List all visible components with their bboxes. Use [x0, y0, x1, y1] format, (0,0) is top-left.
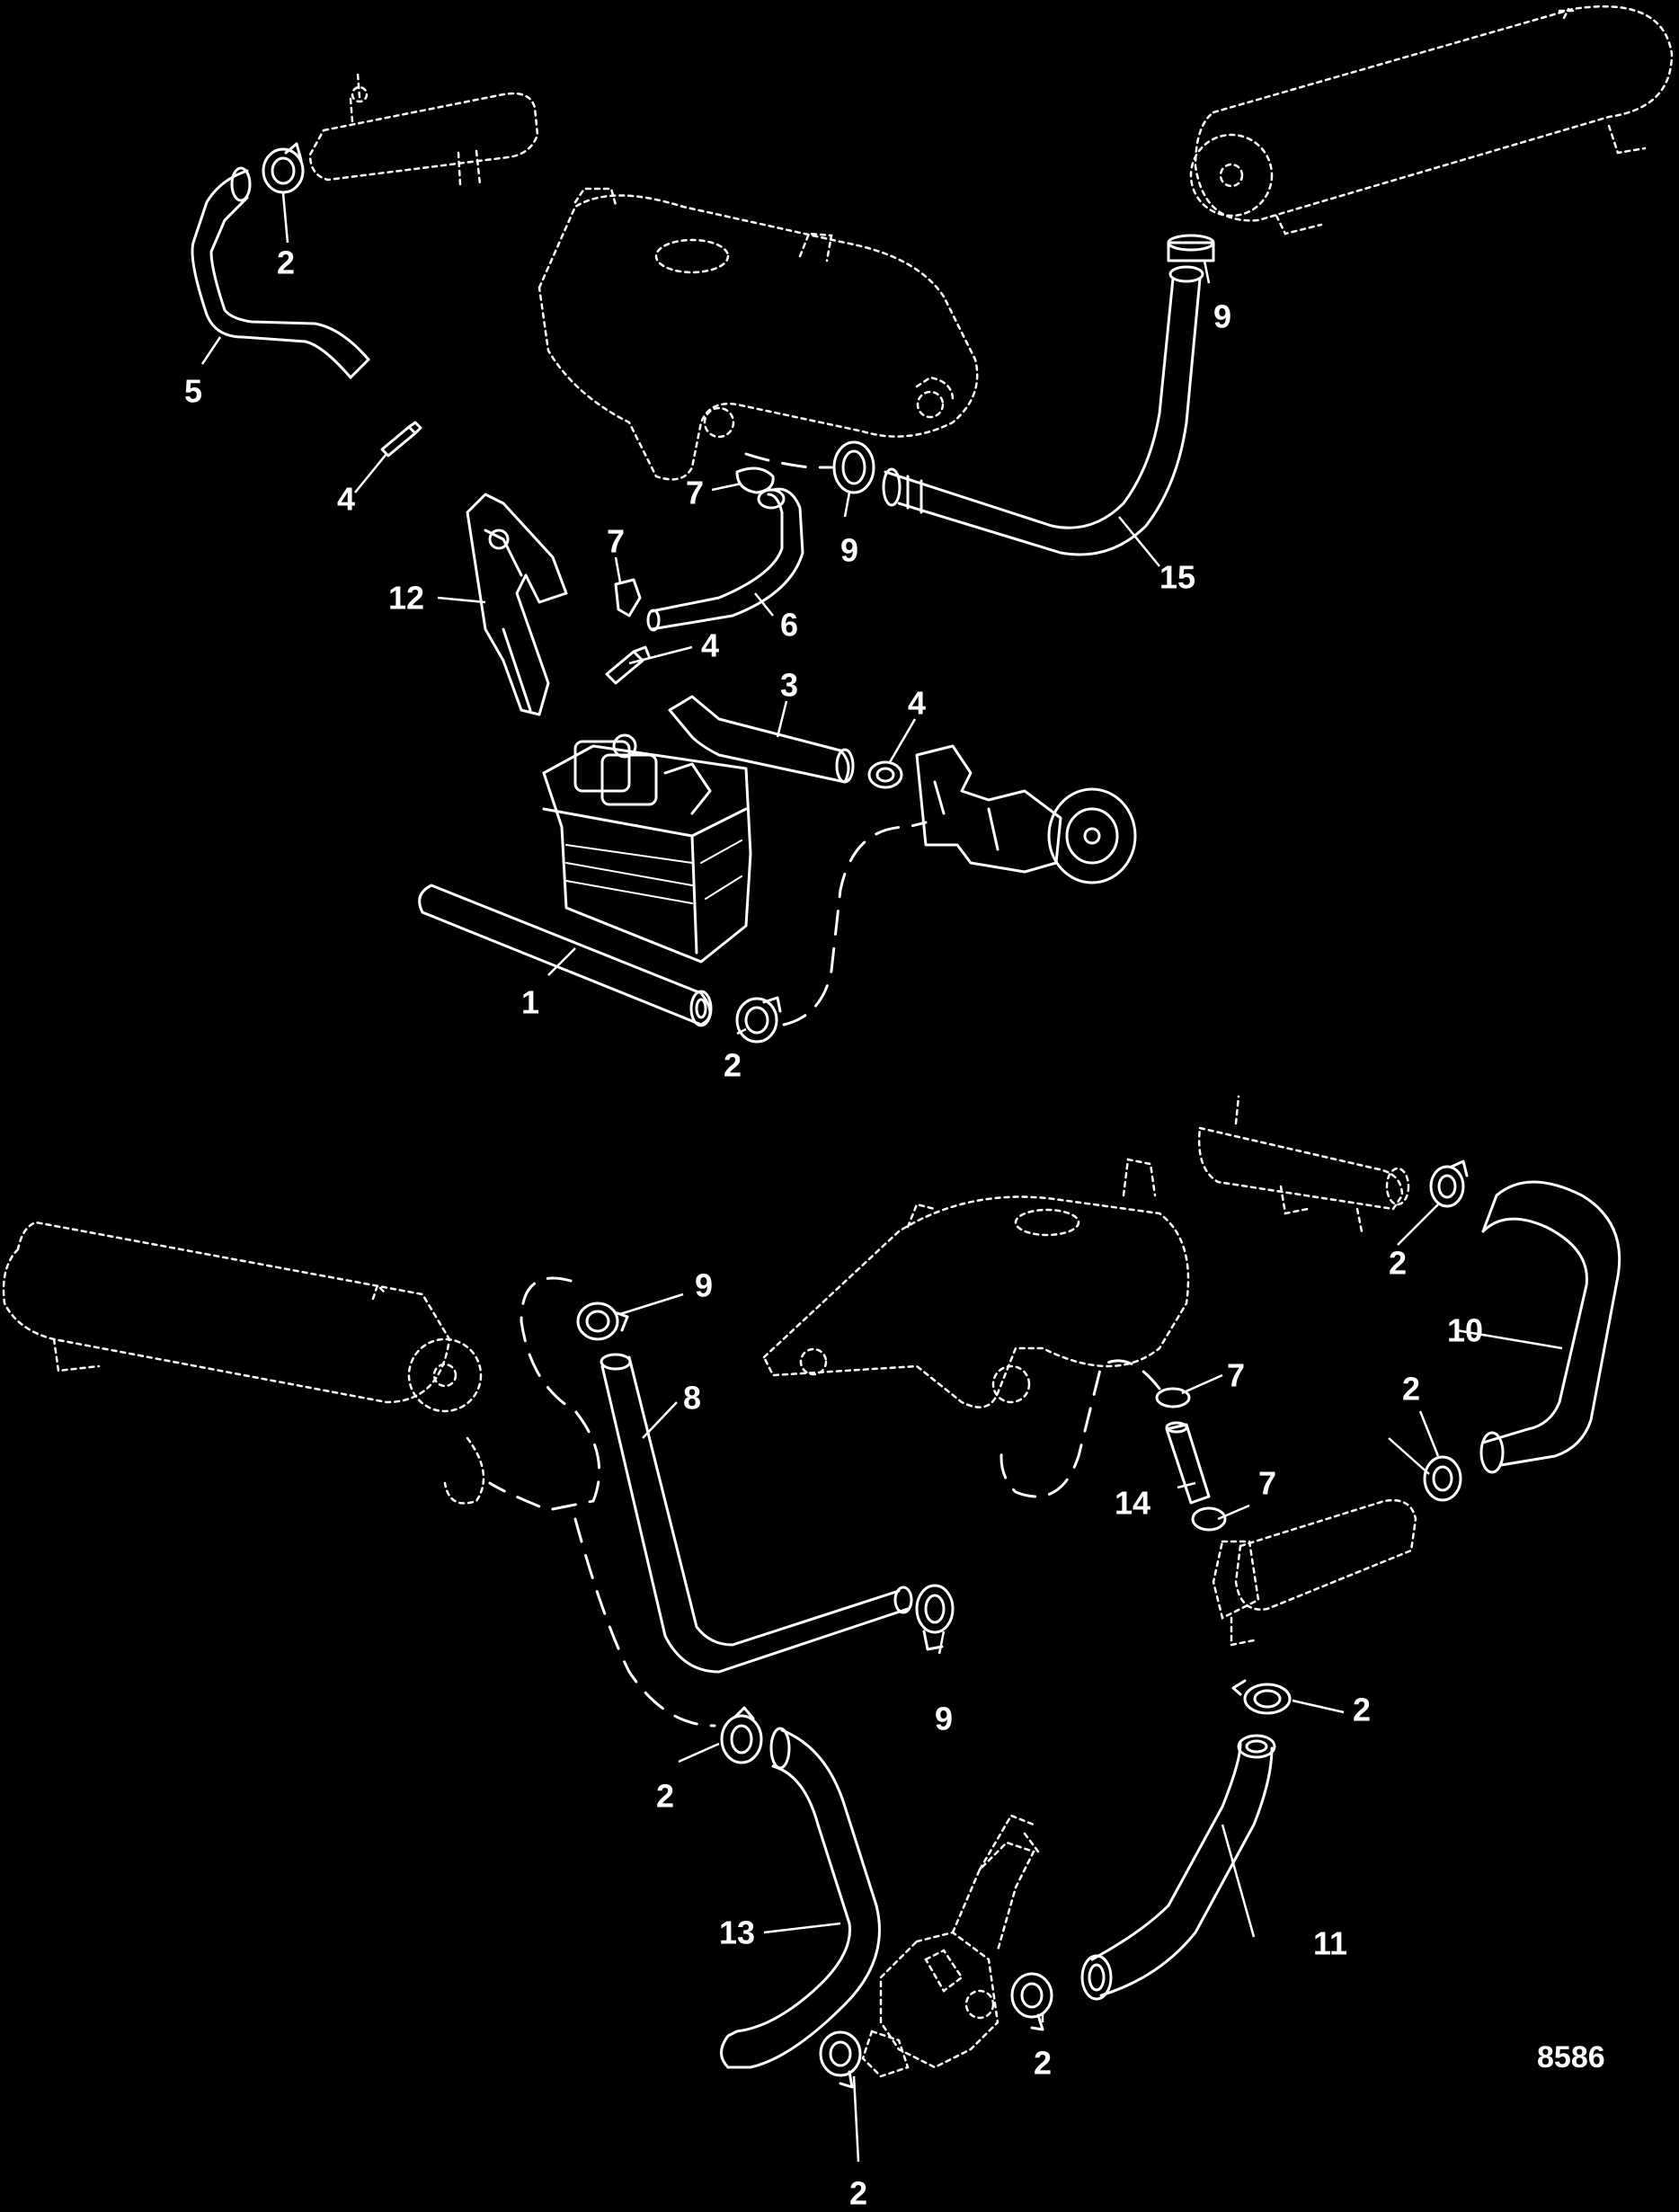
cooler-lower-right-upper: [1198, 1095, 1410, 1233]
clamp-2-hose1: [735, 996, 782, 1044]
callout-13: 13: [719, 1914, 755, 1951]
callout-7: 7: [1227, 1357, 1245, 1394]
callout-2: 2: [724, 1047, 742, 1084]
heat-exchanger: [542, 733, 752, 964]
callout-10: 10: [1447, 1312, 1483, 1349]
clamp-7-lower-upper: [1155, 1387, 1191, 1408]
routing-lines-lower: [488, 1276, 1161, 1728]
cooler-lower-right: [1212, 1498, 1417, 1647]
thermostat-housing: [861, 1814, 1040, 2078]
hose-1: [418, 884, 713, 1027]
clamp-7-left: [614, 578, 642, 617]
clamp-9-lower-upper: [576, 1301, 629, 1341]
clamp-2-bottom-center: [1010, 1972, 1053, 2031]
callout-5: 5: [184, 373, 202, 410]
clamp-2-hose11: [1231, 1679, 1292, 1715]
clamp-9-upper: [1167, 234, 1215, 262]
hose-15: [882, 265, 1204, 556]
callout-1: 1: [521, 984, 539, 1021]
water-pump: [915, 744, 1137, 884]
callout-6: 6: [780, 607, 798, 644]
callout-2: 2: [1389, 1245, 1407, 1282]
clamp-7-lower-lower: [1191, 1506, 1227, 1532]
clamp-9-middle: [832, 440, 875, 494]
callout-4: 4: [908, 685, 926, 722]
exhaust-manifold-lower: [762, 1158, 1190, 1408]
hose-14: [1165, 1421, 1211, 1505]
exhaust-manifold-upper: [537, 187, 979, 481]
fitting-4-upper: [380, 421, 422, 458]
hose-6: [646, 487, 804, 632]
callout-2: 2: [1034, 2045, 1052, 2082]
leader-lines: [200, 192, 1563, 2163]
clamp-7-upper: [735, 466, 775, 494]
callout-7: 7: [686, 475, 704, 511]
callout-4: 4: [337, 481, 355, 518]
callout-14: 14: [1115, 1485, 1150, 1522]
muffler-lower-left: [2, 1221, 485, 1505]
callout-7: 7: [1258, 1465, 1276, 1502]
hose-11: [1080, 1734, 1276, 2001]
callout-7: 7: [607, 523, 625, 560]
callout-3: 3: [780, 667, 798, 704]
callout-2: 2: [656, 1778, 674, 1815]
clamp-2-right-upper: [1429, 1159, 1469, 1208]
hose-13: [720, 1727, 881, 2069]
clamp-4: [867, 760, 903, 789]
callout-2: 2: [277, 244, 295, 281]
callout-labels: 2 5 4 7 9 9 15 7 12 6 4 3 4 1 2 9 8 2 10…: [184, 244, 1605, 2212]
callout-9: 9: [840, 532, 858, 569]
clamp-9-lower-lower: [915, 1584, 955, 1651]
callout-2: 2: [849, 2175, 867, 2212]
callout-11: 11: [1313, 1925, 1347, 1962]
fitting-4-middle: [605, 645, 651, 685]
callout-9: 9: [935, 1701, 953, 1737]
hose-3: [668, 695, 855, 784]
routing-lines-upper: [744, 452, 928, 1026]
clamp-2-hose13-top: [720, 1706, 763, 1764]
callout-15: 15: [1159, 559, 1195, 596]
callout-8: 8: [683, 1380, 701, 1417]
callout-12: 12: [388, 580, 424, 617]
muffler-upper-right: [1189, 5, 1674, 235]
cooler-upper-left: [308, 72, 539, 186]
callout-9: 9: [1213, 298, 1231, 335]
callout-2: 2: [1402, 1371, 1420, 1408]
clamp-2-hose13-bottom: [819, 2030, 862, 2089]
tee-fitting-12: [466, 493, 568, 716]
callout-2: 2: [1353, 1692, 1371, 1728]
hose-10: [1479, 1180, 1621, 1474]
hose-8: [600, 1353, 913, 1674]
hose-5: [191, 166, 370, 379]
clamp-2-right-lower: [1423, 1455, 1462, 1502]
callout-4: 4: [701, 627, 719, 664]
clamp-2-top-left: [262, 142, 305, 194]
callout-9: 9: [695, 1267, 713, 1304]
figure-number: 8586: [1537, 2040, 1605, 2074]
